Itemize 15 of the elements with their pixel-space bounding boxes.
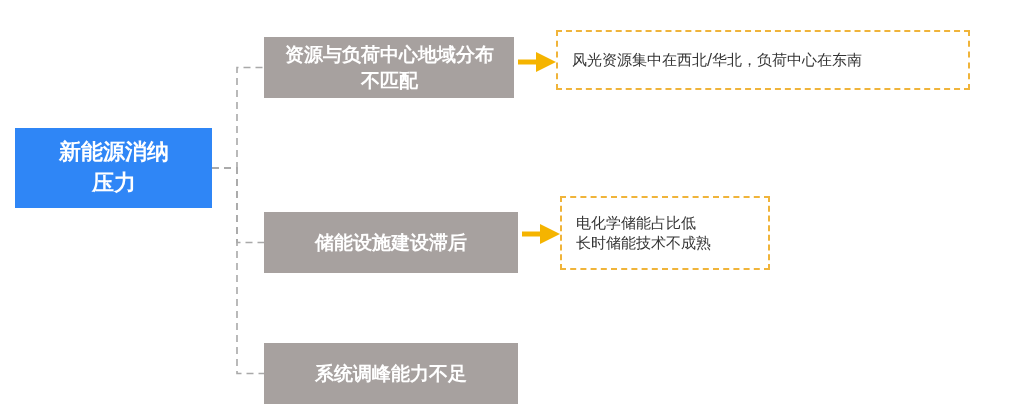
node-text: 新能源消纳压力 bbox=[57, 138, 170, 197]
node-text: 储能设施建设滞后 bbox=[315, 229, 467, 255]
category-box bbox=[264, 37, 514, 98]
note-box bbox=[556, 30, 970, 90]
connector-line bbox=[211, 167, 265, 375]
node-text: 长时储能技术不成熟 bbox=[576, 233, 711, 254]
arrow bbox=[518, 52, 556, 72]
node-text: 资源与负荷中心地域分布不匹配 bbox=[283, 41, 495, 93]
node-text: 风光资源集中在西北/华北，负荷中心在东南 bbox=[572, 49, 863, 71]
category-box bbox=[264, 212, 518, 273]
note-box bbox=[560, 196, 770, 270]
node-text: 系统调峰能力不足 bbox=[315, 360, 467, 386]
node-text: 电化学储能占比低 bbox=[576, 212, 696, 233]
title-box bbox=[15, 128, 212, 208]
category-box bbox=[264, 343, 518, 404]
